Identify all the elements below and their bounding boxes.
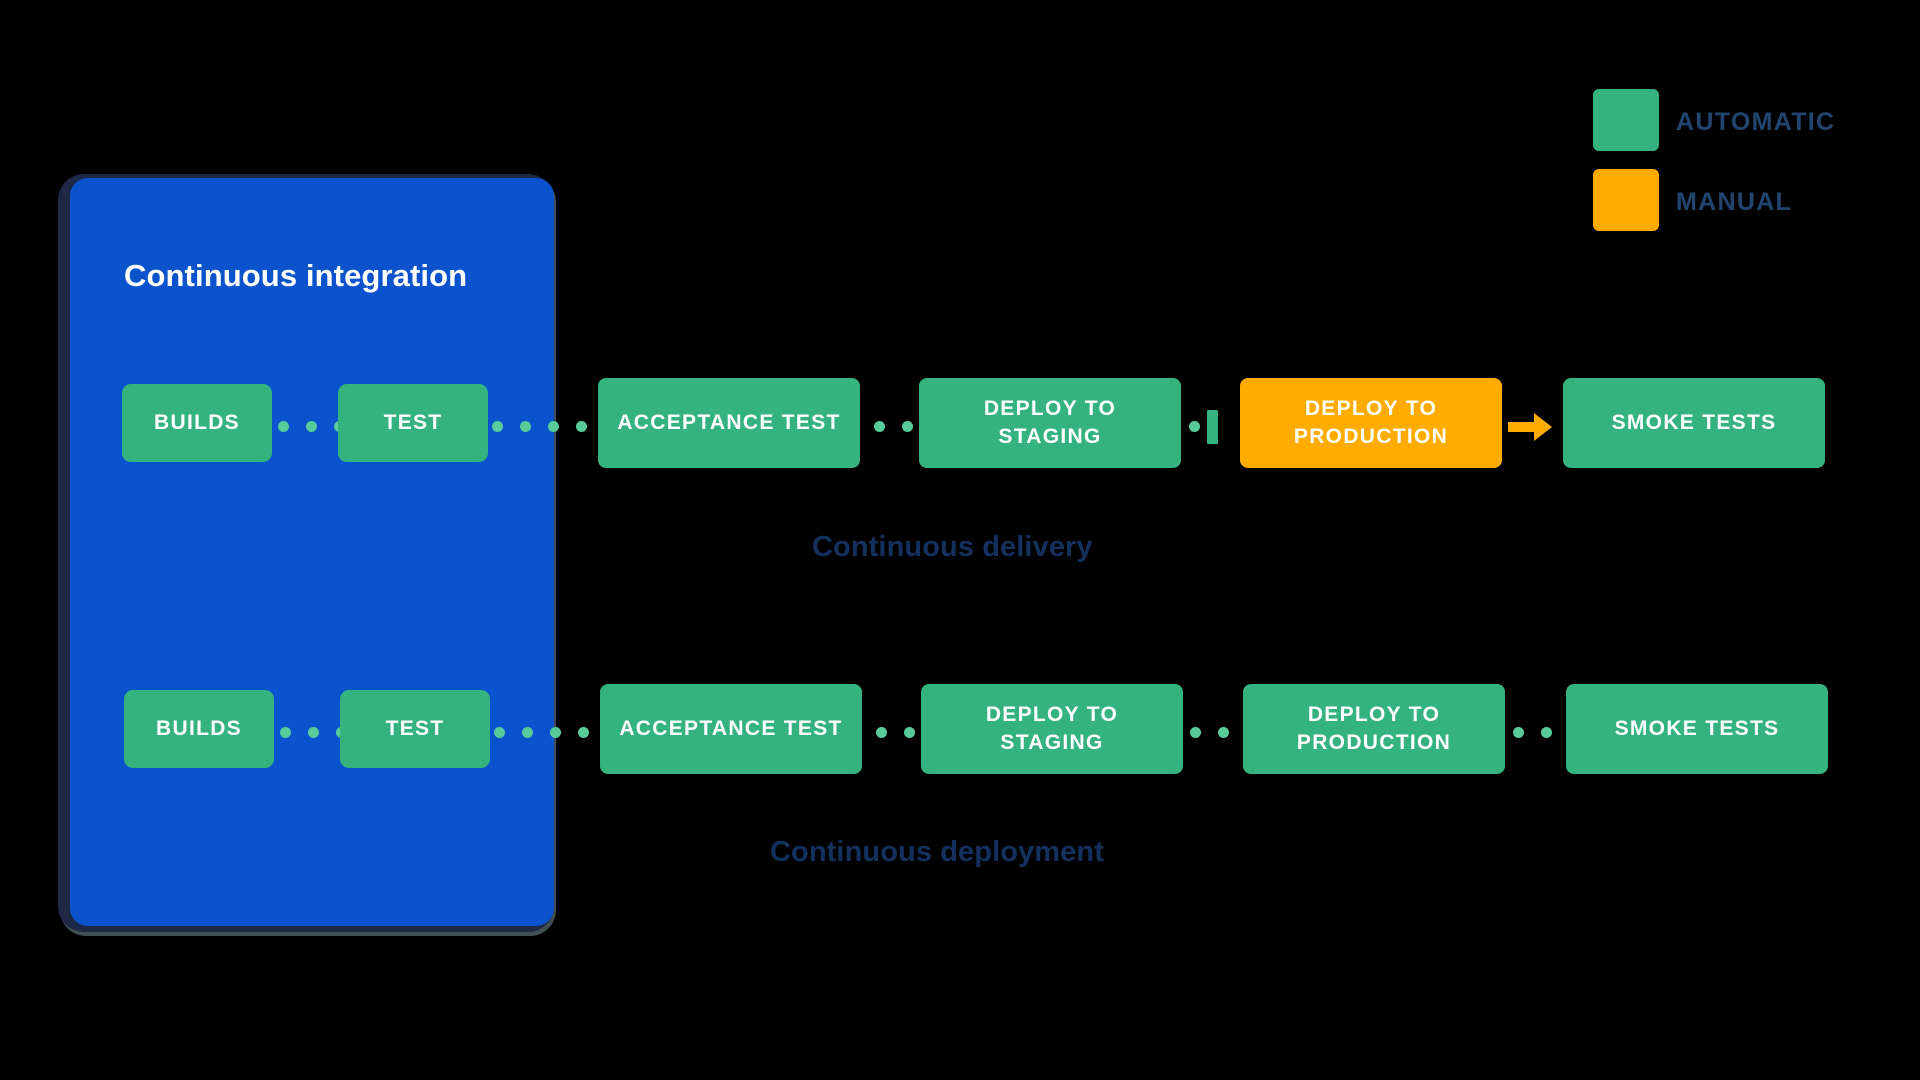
step-deploy-to-staging-row1[interactable]: DEPLOY TO STAGING xyxy=(919,378,1181,468)
step-acceptance-test-row1[interactable]: ACCEPTANCE TEST xyxy=(598,378,860,468)
connector-dotted-staging-to-production-row1 xyxy=(1189,421,1200,432)
step-label: DEPLOY TO PRODUCTION xyxy=(1293,397,1449,448)
step-label: DEPLOY TO STAGING xyxy=(983,397,1117,448)
step-label: BUILDS xyxy=(156,717,242,741)
step-builds-row2[interactable]: BUILDS xyxy=(124,690,274,768)
continuous-integration-title: Continuous integration xyxy=(124,258,468,293)
caption-continuous-deployment: Continuous deployment xyxy=(770,836,1104,868)
step-builds-row1[interactable]: BUILDS xyxy=(122,384,272,462)
legend-swatch-manual xyxy=(1593,169,1659,231)
legend-label-manual: MANUAL xyxy=(1676,188,1793,216)
step-label: ACCEPTANCE TEST xyxy=(619,717,843,741)
connector-dotted-test-to-acceptance-row2 xyxy=(494,727,617,738)
step-deploy-to-production-row1[interactable]: DEPLOY TO PRODUCTION xyxy=(1240,378,1502,468)
step-label: DEPLOY TO PRODUCTION xyxy=(1296,703,1452,754)
step-label: TEST xyxy=(385,717,445,741)
connector-dotted-test-to-acceptance-row1 xyxy=(492,421,615,432)
step-deploy-to-staging-row2[interactable]: DEPLOY TO STAGING xyxy=(921,684,1183,774)
step-test-row1[interactable]: TEST xyxy=(338,384,488,462)
step-deploy-to-production-row2[interactable]: DEPLOY TO PRODUCTION xyxy=(1243,684,1505,774)
step-label: SMOKE TESTS xyxy=(1614,717,1780,741)
step-label: TEST xyxy=(383,411,443,435)
step-smoke-tests-row2[interactable]: SMOKE TESTS xyxy=(1566,684,1828,774)
step-label: BUILDS xyxy=(154,411,240,435)
step-label: DEPLOY TO STAGING xyxy=(985,703,1119,754)
step-label: ACCEPTANCE TEST xyxy=(617,411,841,435)
step-smoke-tests-row1[interactable]: SMOKE TESTS xyxy=(1563,378,1825,468)
step-acceptance-test-row2[interactable]: ACCEPTANCE TEST xyxy=(600,684,862,774)
manual-gate-indicator xyxy=(1207,410,1218,444)
step-label: SMOKE TESTS xyxy=(1611,411,1777,435)
caption-continuous-delivery: Continuous delivery xyxy=(812,531,1093,563)
legend-swatch-automatic xyxy=(1593,89,1659,151)
step-test-row2[interactable]: TEST xyxy=(340,690,490,768)
legend-label-automatic: AUTOMATIC xyxy=(1676,108,1836,136)
arrow-production-to-smoke-icon xyxy=(1508,413,1552,441)
continuous-integration-panel xyxy=(70,178,554,926)
